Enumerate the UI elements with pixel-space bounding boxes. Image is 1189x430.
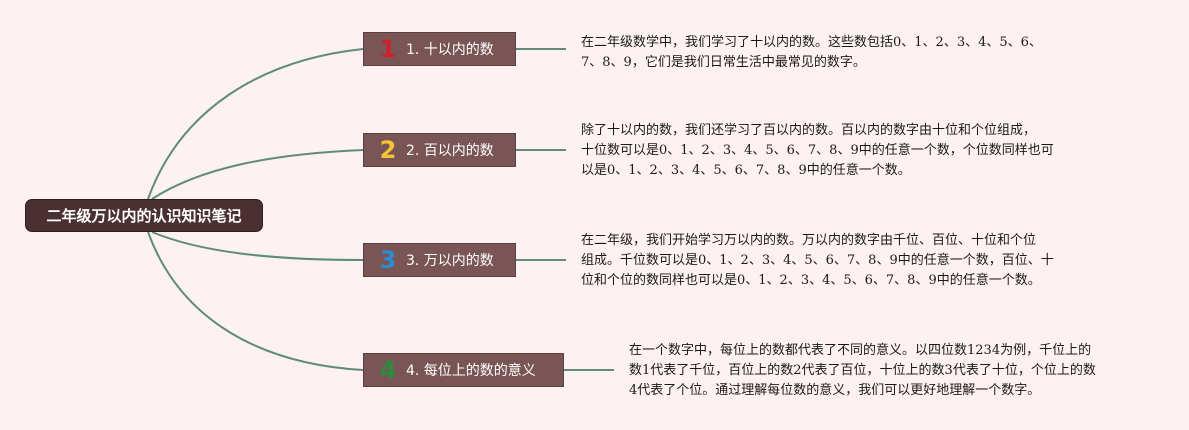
topic-1-description: 在二年级数学中，我们学习了十以内的数。这些数包括0、1、2、3、4、5、6、 7… [581, 33, 1101, 73]
topic-2-desc-line: 除了十以内的数，我们还学习了百以内的数。百以内的数字由十位和个位组成， [581, 123, 1037, 138]
topic-3-desc-line: 在二年级，我们开始学习万以内的数。万以内的数字由千位、百位、十位和个位 [581, 233, 1037, 248]
topic-3-description: 在二年级，我们开始学习万以内的数。万以内的数字由千位、百位、十位和个位 组成。千… [581, 231, 1101, 291]
number-4-icon: 4 [379, 356, 397, 384]
topic-2[interactable]: 2 2. 百以内的数 [363, 133, 516, 167]
topic-2-desc-line: 以是0、1、2、3、4、5、6、7、8、9中的任意一个数。 [581, 163, 911, 178]
topic-1-label: 1. 十以内的数 [406, 42, 494, 58]
topic-3-label: 3. 万以内的数 [406, 253, 494, 269]
topic-4[interactable]: 4 4. 每位上的数的意义 [363, 353, 564, 387]
topic-4-label: 4. 每位上的数的意义 [406, 363, 536, 379]
topic-4-description: 在一个数字中，每位上的数都代表了不同的意义。以四位数1234为例，千位上的 数1… [629, 341, 1149, 401]
branch-line-4 [147, 231, 364, 371]
root-topic[interactable]: 二年级万以内的认识知识笔记 [25, 199, 263, 232]
topic-1[interactable]: 1 1. 十以内的数 [363, 32, 516, 66]
topic-3-desc-line: 位和个位的数同样也可以是0、1、2、3、4、5、6、7、8、9中的任意一个数。 [581, 273, 1041, 288]
topic-1-desc-line: 7、8、9，它们是我们日常生活中最常见的数字。 [581, 55, 866, 70]
branch-line-1 [147, 48, 364, 200]
topic-3-desc-line: 组成。千位数可以是0、1、2、3、4、5、6、7、8、9中的任意一个数，百位、十 [581, 253, 1054, 268]
topic-2-description: 除了十以内的数，我们还学习了百以内的数。百以内的数字由十位和个位组成， 十位数可… [581, 121, 1101, 181]
topic-2-label: 2. 百以内的数 [406, 143, 494, 159]
topic-4-desc-line: 数1代表了千位，百位上的数2代表了百位，十位上的数3代表了十位，个位上的数 [629, 363, 1096, 378]
number-3-icon: 3 [379, 246, 397, 274]
branch-line-3 [151, 231, 364, 261]
branch-line-2 [151, 149, 364, 200]
topic-2-desc-line: 十位数可以是0、1、2、3、4、5、6、7、8、9中的任意一个数，个位数同样也可 [581, 143, 1054, 158]
topic-1-desc-line: 在二年级数学中，我们学习了十以内的数。这些数包括0、1、2、3、4、5、6、 [581, 35, 1042, 50]
topic-3[interactable]: 3 3. 万以内的数 [363, 243, 516, 277]
topic-4-desc-line: 在一个数字中，每位上的数都代表了不同的意义。以四位数1234为例，千位上的 [629, 343, 1092, 358]
number-2-icon: 2 [379, 136, 397, 164]
number-1-icon: 1 [379, 35, 397, 63]
topic-4-desc-line: 4代表了个位。通过理解每位数的意义，我们可以更好地理解一个数字。 [629, 383, 1041, 398]
